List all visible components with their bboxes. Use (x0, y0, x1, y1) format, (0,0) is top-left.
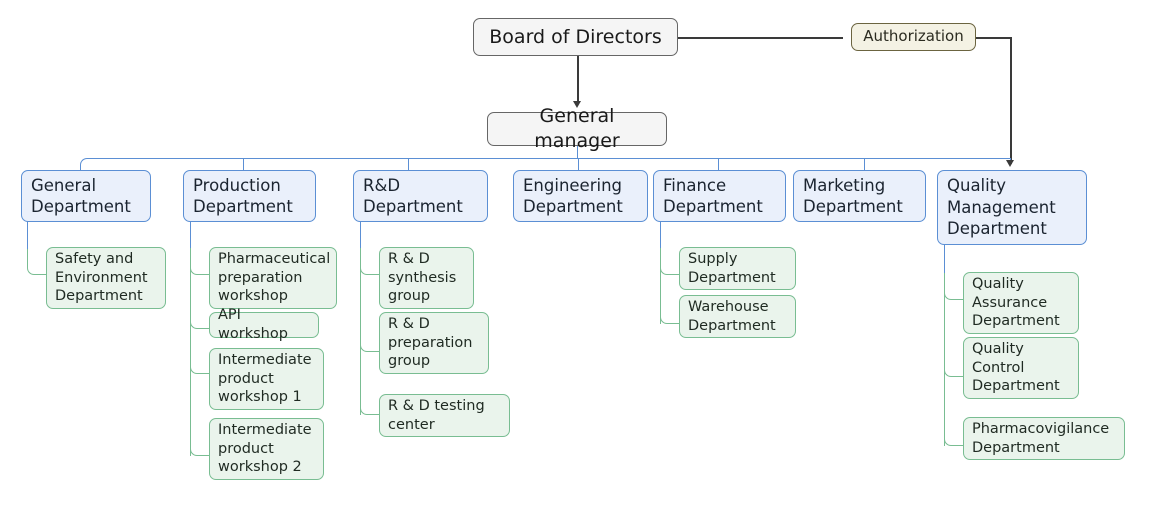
connector-finance-child-1 (660, 298, 680, 324)
node-subunit-pharmacovigilance[interactable]: Pharmacovigilance Department (963, 417, 1125, 460)
node-general-manager-label: General manager (534, 105, 620, 152)
connector-quality-child-1 (944, 351, 964, 377)
department-bus-line (87, 158, 1011, 160)
spine-finance (660, 248, 662, 324)
connector-finance-child-0 (660, 249, 680, 275)
spine-production-head (190, 220, 192, 250)
drop-marketing (864, 158, 866, 172)
arrowhead-authorization-to-quality (1006, 160, 1014, 167)
node-subunit-rnd-preparation-group[interactable]: R & D preparation group (379, 312, 489, 374)
spine-general (27, 220, 29, 250)
node-subunit-api-workshop-label: API workshop (218, 307, 288, 342)
edge-board-to-authorization (677, 37, 843, 39)
node-department-general-label: General Department (31, 175, 131, 216)
node-department-general[interactable]: General Department (21, 170, 151, 222)
node-subunit-rnd-testing-center-label: R & D testing center (388, 397, 485, 433)
node-board-of-directors[interactable]: Board of Directors (473, 18, 678, 56)
node-authorization-label: Authorization (863, 27, 964, 46)
node-department-finance[interactable]: Finance Department (653, 170, 786, 222)
connector-production-child-0 (190, 249, 210, 275)
connector-production-child-2 (190, 348, 210, 374)
node-subunit-api-workshop[interactable]: API workshop (209, 307, 319, 342)
drop-engineering (578, 158, 580, 172)
node-subunit-intermediate-workshop-2-label: Intermediate product workshop 2 (218, 421, 312, 476)
edge-authorization-right (975, 37, 1012, 39)
node-department-finance-label: Finance Department (663, 175, 763, 216)
connector-quality-child-2 (944, 420, 964, 446)
node-subunit-intermediate-workshop-1[interactable]: Intermediate product workshop 1 (209, 348, 324, 410)
connector-general-child-0 (27, 249, 47, 275)
node-department-engineering-label: Engineering Department (523, 175, 623, 216)
node-department-production[interactable]: Production Department (183, 170, 316, 222)
node-subunit-quality-assurance[interactable]: Quality Assurance Department (963, 272, 1079, 334)
node-department-marketing[interactable]: Marketing Department (793, 170, 926, 222)
edge-authorization-down (1010, 37, 1012, 164)
drop-general (80, 165, 82, 172)
node-department-rnd[interactable]: R&D Department (353, 170, 488, 222)
connector-rnd-child-0 (360, 249, 380, 275)
edge-general-manager-to-bus (577, 144, 579, 159)
node-subunit-pharma-preparation-workshop-label: Pharmaceutical preparation workshop (218, 250, 331, 305)
node-department-marketing-label: Marketing Department (803, 175, 903, 216)
node-subunit-intermediate-workshop-2[interactable]: Intermediate product workshop 2 (209, 418, 324, 480)
node-board-of-directors-label: Board of Directors (489, 25, 662, 48)
node-subunit-rnd-synthesis-group-label: R & D synthesis group (388, 250, 457, 305)
node-subunit-quality-assurance-label: Quality Assurance Department (972, 275, 1060, 330)
drop-production (243, 158, 245, 172)
node-subunit-quality-control[interactable]: Quality Control Department (963, 337, 1079, 399)
node-subunit-warehouse-department[interactable]: Warehouse Department (679, 295, 796, 338)
node-subunit-pharma-preparation-workshop[interactable]: Pharmaceutical preparation workshop (209, 247, 337, 309)
node-subunit-intermediate-workshop-1-label: Intermediate product workshop 1 (218, 351, 312, 406)
connector-rnd-child-1 (360, 326, 380, 352)
node-department-rnd-label: R&D Department (363, 175, 463, 216)
spine-quality-head (944, 243, 946, 275)
edge-board-to-general-manager (577, 55, 579, 104)
drop-rnd (408, 158, 410, 172)
connector-quality-child-0 (944, 274, 964, 300)
node-department-production-label: Production Department (193, 175, 293, 216)
arrowhead-board-to-general-manager (573, 101, 581, 108)
node-subunit-quality-control-label: Quality Control Department (972, 340, 1060, 395)
connector-rnd-child-2 (360, 389, 380, 415)
node-subunit-safety-environment-label: Safety and Environment Department (55, 250, 148, 305)
spine-finance-head (660, 220, 662, 250)
node-subunit-rnd-testing-center[interactable]: R & D testing center (379, 394, 510, 437)
connector-production-child-1 (190, 303, 210, 329)
node-subunit-supply-department-label: Supply Department (688, 250, 776, 286)
node-department-quality-label: Quality Management Department (947, 176, 1056, 239)
node-department-quality[interactable]: Quality Management Department (937, 170, 1087, 245)
node-subunit-supply-department[interactable]: Supply Department (679, 247, 796, 290)
node-general-manager[interactable]: General manager (487, 105, 667, 152)
node-subunit-safety-environment[interactable]: Safety and Environment Department (46, 247, 166, 309)
node-subunit-rnd-preparation-group-label: R & D preparation group (388, 315, 473, 370)
spine-rnd-head (360, 220, 362, 250)
node-department-engineering[interactable]: Engineering Department (513, 170, 648, 222)
node-subunit-warehouse-department-label: Warehouse Department (688, 298, 776, 334)
node-subunit-rnd-synthesis-group[interactable]: R & D synthesis group (379, 247, 474, 309)
connector-production-child-3 (190, 430, 210, 456)
node-subunit-pharmacovigilance-label: Pharmacovigilance Department (972, 420, 1110, 456)
drop-finance (718, 158, 720, 172)
node-authorization[interactable]: Authorization (851, 23, 976, 51)
